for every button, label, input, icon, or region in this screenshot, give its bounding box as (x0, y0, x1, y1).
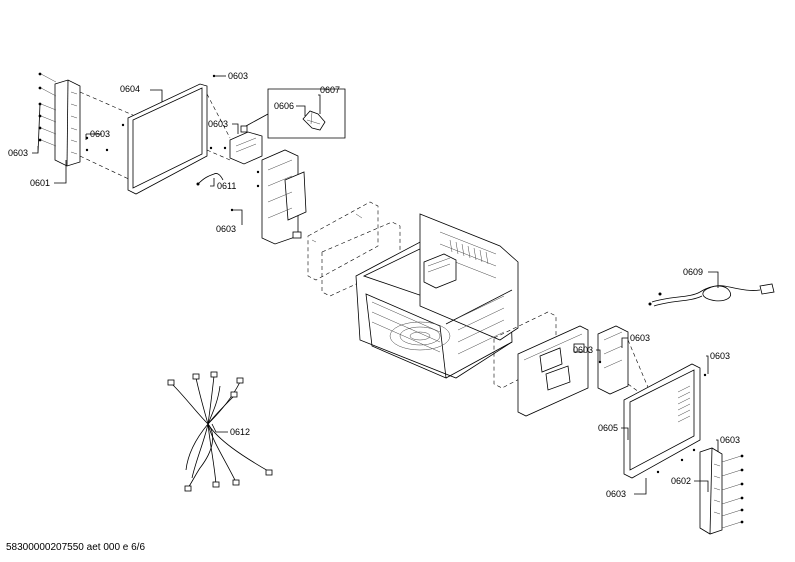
part-oven-cavity (355, 213, 519, 379)
label-0603: 0603 (208, 119, 228, 129)
label-0609: 0609 (683, 267, 703, 277)
alignment-line (79, 91, 136, 183)
document-footer-id: 58300000207550 aet 000 e 6/6 (6, 542, 146, 553)
label-0603: 0603 (573, 345, 593, 355)
part-bracket-right (597, 325, 629, 395)
label-0603: 0603 (8, 148, 28, 158)
label-0604: 0604 (120, 84, 140, 94)
part-0604-side-panel (105, 74, 216, 195)
part-heat-shield-left (307, 201, 401, 297)
label-0612: 0612 (230, 427, 250, 437)
part-0609-power-cord (648, 283, 775, 307)
label-0603: 0603 (630, 333, 650, 343)
label-0603: 0603 (710, 351, 730, 361)
label-0603: 0603 (216, 224, 236, 234)
label-0601: 0601 (30, 178, 50, 188)
part-0606-0607-inset (245, 88, 346, 139)
part-bracket-upper (223, 125, 263, 165)
label-0607: 0607 (320, 85, 340, 95)
alignment-line (206, 93, 231, 161)
part-heat-shield-right (493, 311, 589, 417)
label-0603: 0603 (228, 71, 248, 81)
part-0602-strip (699, 447, 744, 535)
part-0612-wiring-harness (167, 371, 273, 492)
part-0601-strip (38, 72, 89, 167)
label-0606: 0606 (274, 101, 294, 111)
label-0603: 0603 (606, 489, 626, 499)
part-0605-side-panel (623, 363, 707, 479)
label-0603: 0603 (720, 435, 740, 445)
part-vertical-bracket (230, 149, 307, 245)
label-0602: 0602 (671, 476, 691, 486)
label-0603: 0603 (90, 129, 110, 139)
label-0605: 0605 (598, 423, 618, 433)
leader-lines (32, 75, 719, 495)
part-0611-cable (196, 173, 224, 186)
label-0611: 0611 (217, 181, 236, 191)
